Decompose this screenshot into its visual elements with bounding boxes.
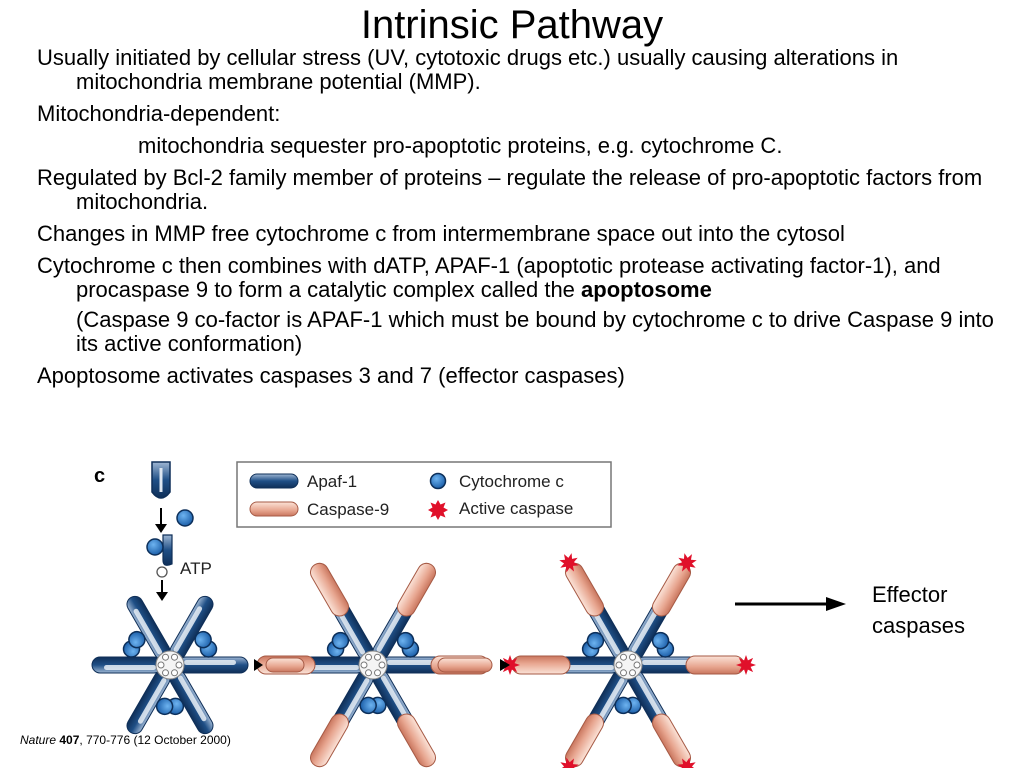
arrow-down-2 — [156, 592, 168, 601]
apaf-arm — [310, 670, 377, 768]
apaf-arm — [627, 553, 697, 660]
arrow-down-1 — [155, 524, 167, 533]
legend-cytochrome-label: Cytochrome c — [459, 472, 564, 491]
bullet-mito-dependent: Mitochondria-dependent: — [37, 101, 281, 126]
effector-arrow — [735, 597, 846, 611]
atp-label: ATP — [180, 559, 212, 578]
apaf-arm — [126, 670, 174, 735]
free-caspase9-2 — [437, 657, 493, 673]
bullet-mito-sub: mitochondria sequester pro-apoptotic pro… — [138, 133, 783, 158]
legend-caspase9-icon — [249, 501, 299, 517]
apoptosome-term: apoptosome — [581, 277, 712, 302]
legend-apaf-icon — [249, 473, 299, 489]
citation-rest: , 770-776 (12 October 2000) — [79, 733, 231, 747]
apaf-arm — [500, 640, 621, 675]
atp-icon — [156, 566, 168, 578]
apaf-arm — [177, 640, 249, 674]
active-caspase-mark — [677, 757, 697, 768]
apaf-arm — [169, 595, 214, 660]
cytochrome-c — [651, 631, 670, 650]
legend-caspase9-label: Caspase-9 — [307, 500, 389, 519]
active-caspase-mark — [559, 553, 579, 573]
citation-volume: 407 — [59, 733, 80, 747]
caspase9-arm — [397, 562, 436, 617]
cytochrome-c — [155, 697, 174, 716]
effector-caspases-label: Effector caspases — [872, 579, 965, 641]
cytochrome-c-step1 — [176, 509, 194, 527]
legend: Apaf-1 Caspase-9 Cytochrome c Active cas… — [236, 461, 612, 528]
bullet-initiation: Usually initiated by cellular stress (UV… — [37, 45, 899, 94]
caspase9-arm — [397, 713, 436, 768]
cytochrome-c — [359, 696, 377, 715]
cytochrome-c — [586, 631, 605, 650]
legend-active-caspase-icon — [428, 500, 448, 520]
cytochrome-c-step2 — [146, 538, 164, 556]
apaf-arm — [559, 670, 632, 768]
citation: Nature 407, 770-776 (12 October 2000) — [20, 733, 231, 747]
caspase9-arm — [565, 713, 604, 768]
bullet-apoptosome: Cytochrome c then combines with dATP, AP… — [37, 254, 997, 302]
cytochrome-c — [396, 631, 415, 650]
apoptosome-wheels — [91, 553, 756, 768]
apoptosome-text: Cytochrome c then combines with dATP, AP… — [37, 253, 941, 302]
citation-journal: Nature — [20, 733, 57, 747]
panel-label: c — [94, 465, 105, 487]
cytochrome-c — [194, 630, 212, 649]
bullet-effector: Apoptosome activates caspases 3 and 7 (e… — [37, 363, 625, 388]
caspase9-arm — [511, 655, 571, 675]
apaf-arm — [372, 562, 436, 660]
step-arrows — [254, 657, 510, 673]
apoptosome-diagram: c Apaf-1 Caspase-9 Cytochrome c Active c… — [91, 461, 846, 768]
wheel-with-caspase9 — [256, 562, 490, 768]
cytochrome-c — [331, 631, 350, 650]
arrow-right-2 — [500, 659, 510, 671]
bullet-mmp: Changes in MMP free cytochrome c from in… — [37, 221, 845, 246]
active-caspase-mark — [736, 655, 756, 675]
caspase9-arm — [310, 713, 349, 768]
bullet-list: Usually initiated by cellular stress (UV… — [37, 46, 997, 396]
active-caspase-mark — [559, 757, 579, 768]
wheel-active — [500, 553, 756, 768]
caspase9-arm — [565, 562, 604, 617]
slide-title: Intrinsic Pathway — [360, 3, 664, 47]
active-caspase-mark — [677, 553, 697, 573]
cytochrome-c — [614, 696, 632, 715]
apaf-arm — [559, 553, 629, 660]
free-caspase9-1 — [265, 657, 305, 673]
legend-apaf-label: Apaf-1 — [307, 472, 357, 491]
legend-cytochrome-icon — [429, 472, 447, 490]
bullet-caspase9-note: (Caspase 9 co-factor is APAF-1 which mus… — [76, 307, 994, 356]
assembly-steps: ATP — [146, 461, 212, 601]
caspase9-arm — [652, 562, 691, 617]
wheel-apaf-only — [91, 595, 249, 735]
effector-line2: caspases — [872, 613, 965, 638]
arrow-right-1 — [254, 659, 263, 671]
cytochrome-c — [128, 630, 146, 649]
apaf-arm — [310, 562, 374, 660]
caspase9-arm — [652, 713, 691, 768]
bullet-bcl2: Regulated by Bcl-2 family member of prot… — [37, 165, 983, 214]
caspase9-arm — [685, 655, 745, 675]
caspase9-arm — [310, 562, 349, 617]
effector-line1: Effector — [872, 582, 948, 607]
legend-active-label: Active caspase — [459, 499, 573, 518]
